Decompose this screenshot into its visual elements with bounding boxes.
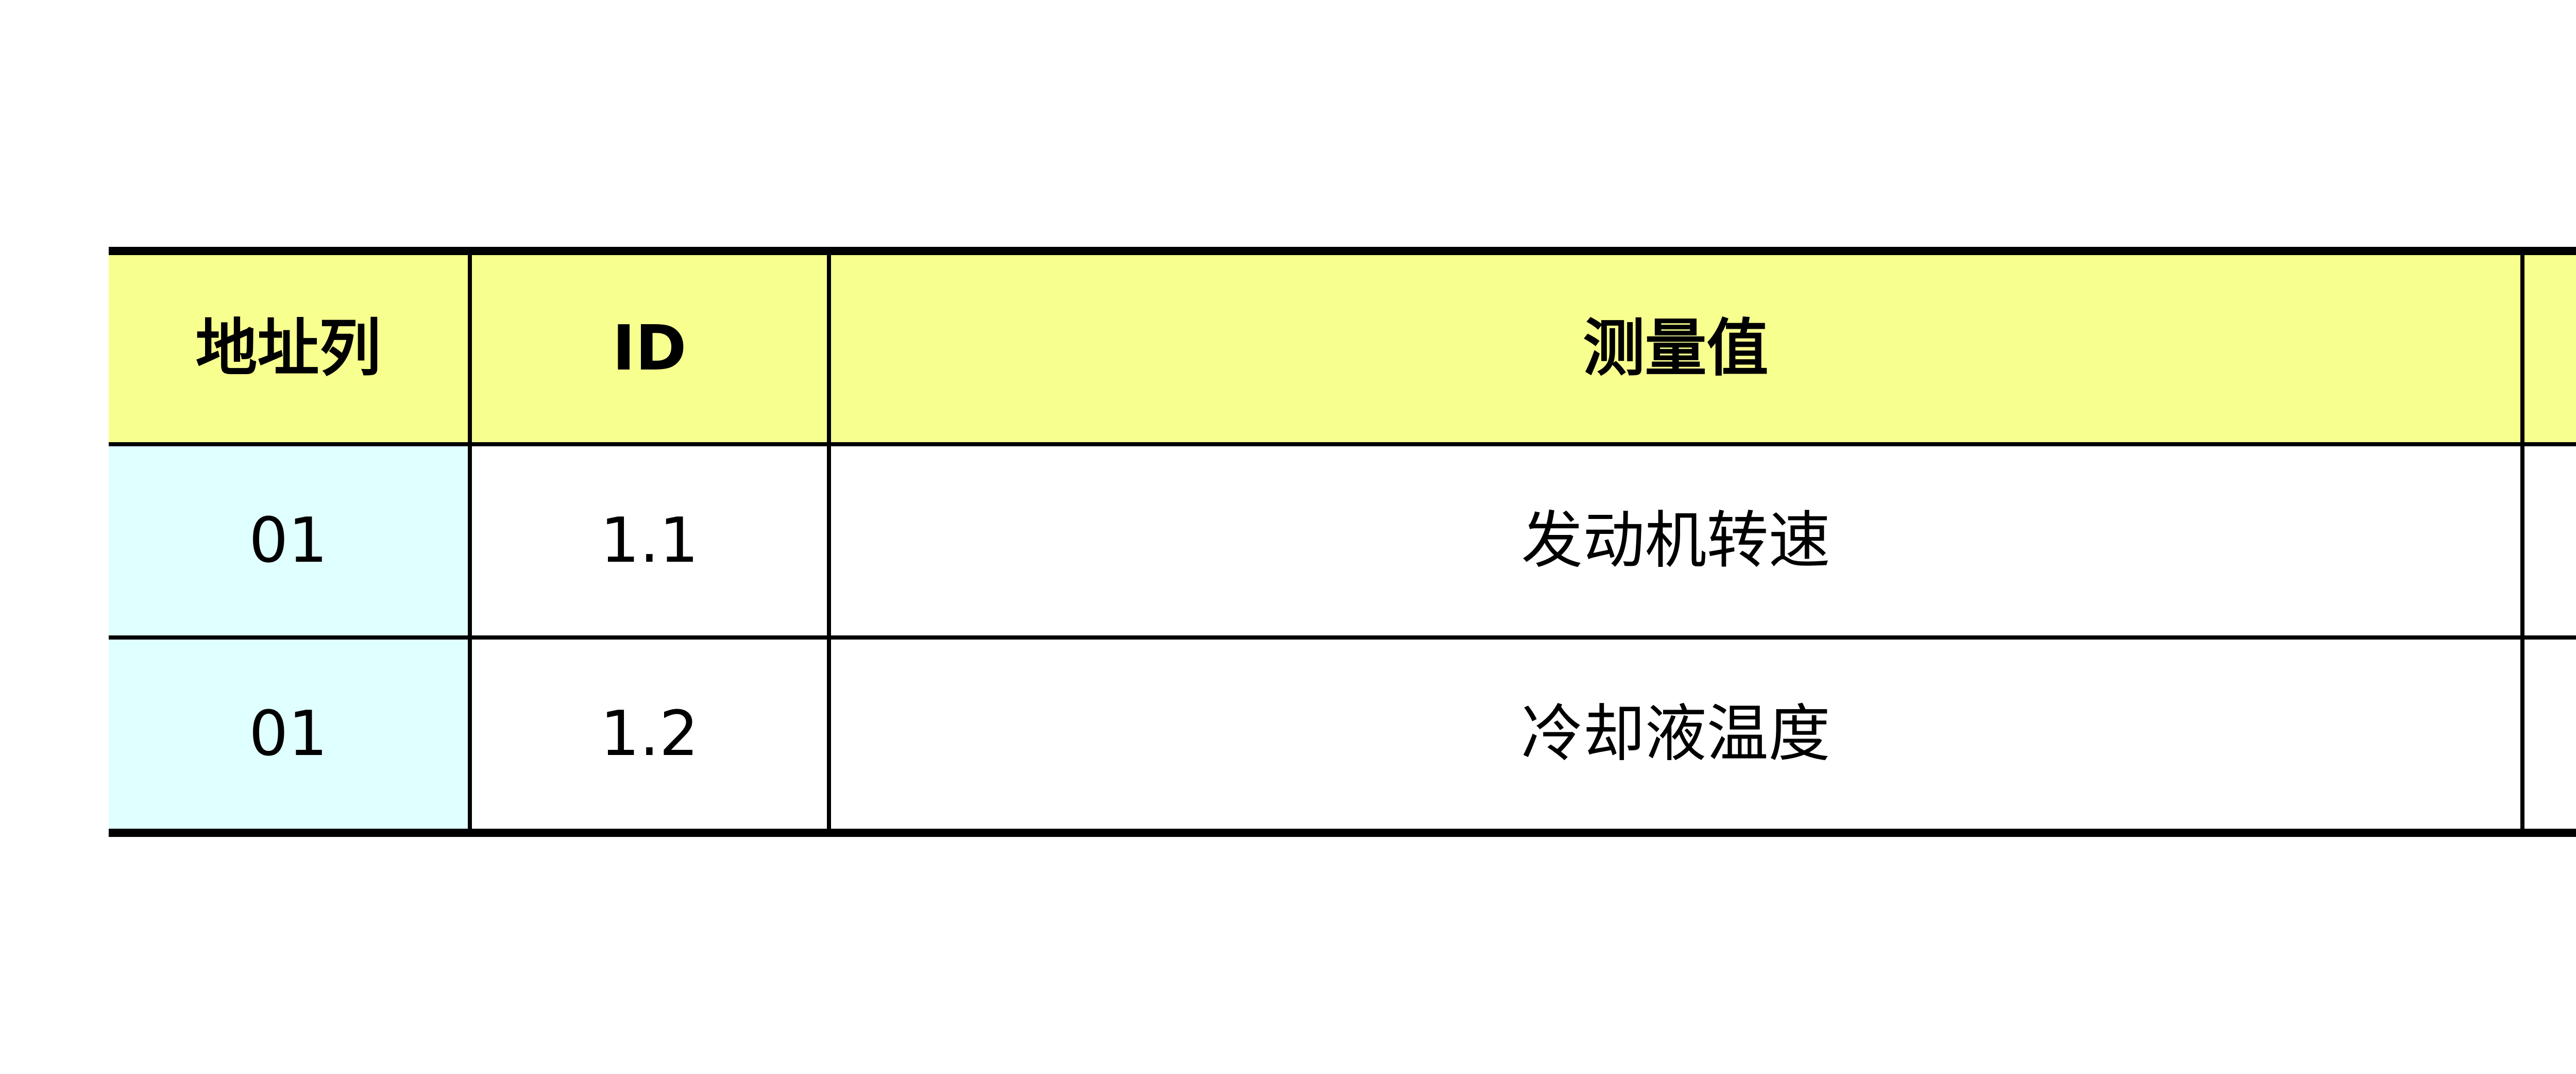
column-header-value: 数值 — [2520, 251, 2576, 446]
cell-value: 2200 — [2520, 444, 2576, 640]
table-row: 01 1.1 发动机转速 2200 r/min — [109, 444, 2576, 640]
table-row: 01 1.2 冷却液温度 51.0 ℃ — [109, 637, 2576, 833]
column-header-measurement: 测量值 — [827, 251, 2524, 446]
column-header-id: ID — [468, 251, 831, 446]
measurement-table: 地址列 ID 测量值 数值 单位 目标值 01 1.1 发动机转速 2200 r… — [109, 247, 2576, 837]
cell-id: 1.2 — [468, 637, 831, 833]
cell-address: 01 — [109, 637, 472, 833]
cell-value: 51.0 — [2520, 637, 2576, 833]
table-header-row: 地址列 ID 测量值 数值 单位 目标值 — [109, 251, 2576, 446]
cell-measurement: 冷却液温度 — [827, 637, 2524, 833]
cell-address: 01 — [109, 444, 472, 640]
cell-measurement: 发动机转速 — [827, 444, 2524, 640]
measurement-table-container: 地址列 ID 测量值 数值 单位 目标值 01 1.1 发动机转速 2200 r… — [109, 247, 2576, 837]
column-header-address: 地址列 — [109, 251, 472, 446]
cell-id: 1.1 — [468, 444, 831, 640]
